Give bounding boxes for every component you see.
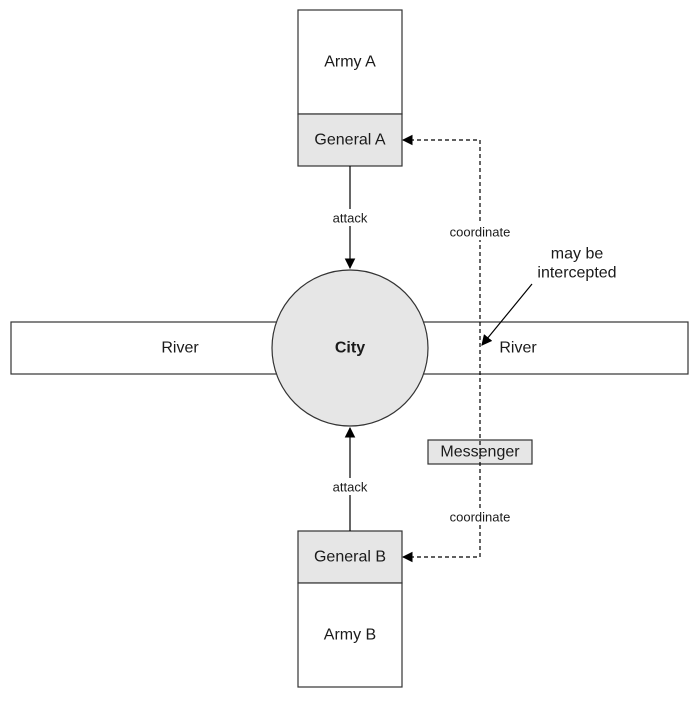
army-a-label: Army A: [324, 54, 376, 71]
general-b-label: General B: [314, 549, 386, 566]
coordinate-dashed-path: [401, 134, 481, 563]
coordinate-top-label: coordinate: [450, 225, 511, 240]
intercept-arrow: [481, 283, 533, 346]
messenger-label: Messenger: [440, 444, 520, 461]
army-b-label: Army B: [324, 627, 376, 644]
coordinate-bottom-label-bg: [443, 508, 517, 525]
river-left-label: River: [161, 340, 199, 357]
attack-top-label: attack: [333, 211, 368, 226]
army-a-node: [297, 9, 403, 115]
army-b-node: [297, 582, 403, 688]
city-node: [271, 269, 429, 427]
attack-bottom-label: attack: [333, 480, 368, 495]
coordinate-bottom-label: coordinate: [450, 510, 511, 525]
general-a-label: General A: [314, 132, 385, 149]
attack-top-label-bg: [327, 209, 373, 226]
general-a-node: [297, 113, 403, 167]
annotation-line-2: intercepted: [537, 265, 616, 282]
attack-bottom-label-bg: [327, 478, 373, 495]
city-label: City: [335, 340, 365, 357]
river-right-label: River: [499, 340, 537, 357]
annotation-line-1: may be: [551, 246, 604, 263]
coordinate-top-label-bg: [443, 223, 517, 240]
